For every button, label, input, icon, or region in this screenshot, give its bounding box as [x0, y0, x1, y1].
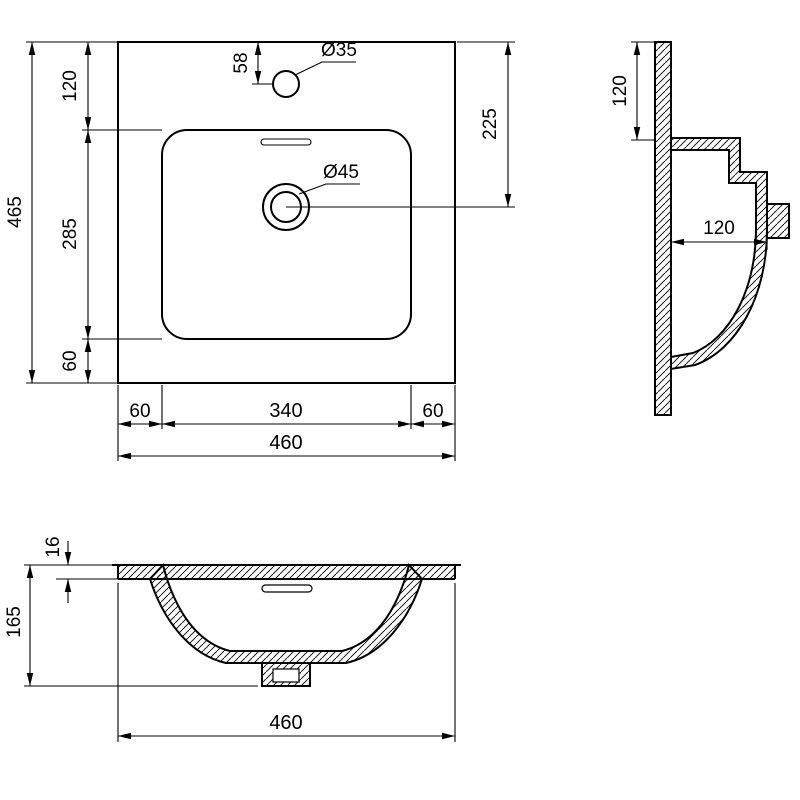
- overflow-slot: [260, 138, 312, 146]
- dim-side-deck-ledge: 120: [610, 75, 631, 107]
- dim-total-height: 165: [4, 606, 25, 638]
- side-deck-section: [654, 41, 672, 416]
- side-bowl-section: [670, 137, 768, 371]
- dim-overall-width: 460: [269, 432, 302, 454]
- side-section-view: 120 120: [610, 41, 790, 416]
- plan-extension-lines: [26, 41, 515, 461]
- dim-drain-diameter: Ø45: [323, 162, 359, 183]
- dim-drain-offset: 225: [480, 108, 501, 140]
- dim-basin-width: 340: [269, 400, 302, 422]
- drain-leader-line: [298, 183, 360, 195]
- front-drain-outlet: [272, 668, 300, 683]
- plan-view: 465 120 285 60 58 225 Ø35 Ø45 60 340 60 …: [5, 40, 515, 461]
- side-dimension-lines: [633, 42, 767, 246]
- front-deck-hatch: [118, 565, 455, 579]
- side-drain-boss: [766, 203, 790, 239]
- plan-dimension-lines: [28, 42, 512, 460]
- dim-side-bowl-depth: 120: [703, 218, 735, 239]
- dim-left-margin: 60: [129, 401, 150, 422]
- front-overflow-slot: [261, 584, 313, 593]
- front-dimension-lines: [26, 541, 455, 740]
- dim-front-overall-width: 460: [269, 712, 302, 734]
- basin-outline: [161, 129, 412, 340]
- countertop-outline: [117, 41, 456, 384]
- faucet-leader-line: [294, 61, 356, 76]
- dim-top-margin: 120: [60, 70, 81, 102]
- front-extension-lines: [24, 564, 456, 742]
- dim-bottom-margin: 60: [60, 350, 81, 371]
- dim-basin-length: 285: [60, 218, 81, 250]
- front-section-view: 16 165 460: [4, 536, 461, 742]
- dim-right-margin: 60: [422, 401, 443, 422]
- dim-rim-thickness: 16: [43, 536, 64, 557]
- front-bowl-section: [148, 562, 424, 664]
- dim-faucet-diameter: Ø35: [321, 40, 357, 61]
- dim-overall-height: 465: [5, 196, 26, 228]
- dim-faucet-offset: 58: [231, 52, 252, 73]
